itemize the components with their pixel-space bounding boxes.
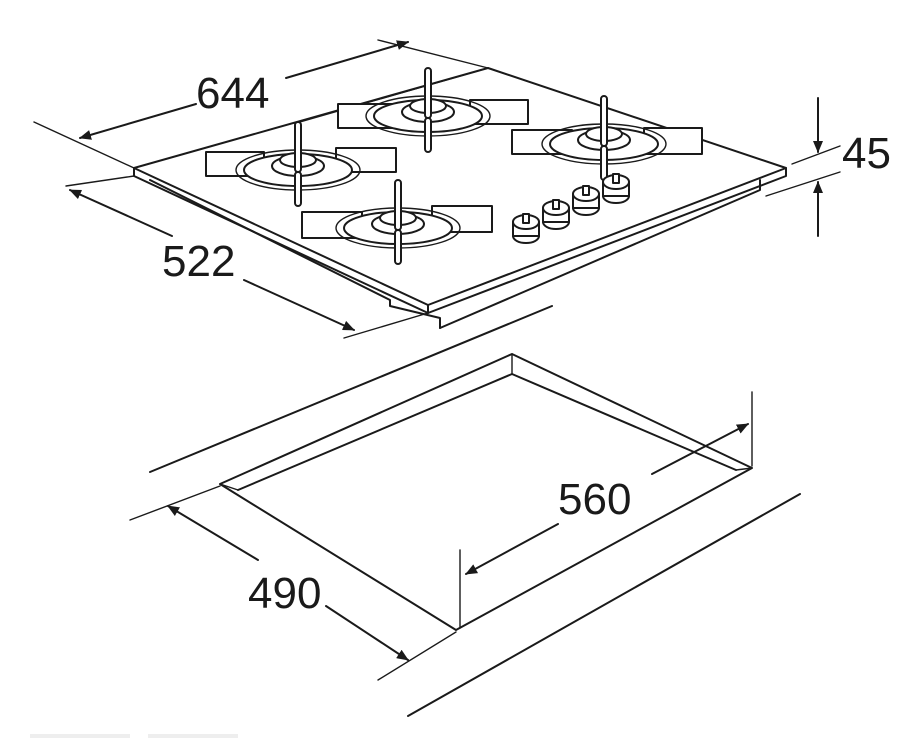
knob-4 [602, 173, 630, 204]
dimension-hob-width: 644 [33, 39, 489, 169]
label-hob-depth: 522 [162, 237, 235, 286]
knob-2 [542, 199, 570, 230]
label-hob-height: 45 [842, 129, 891, 178]
label-cutout-depth: 490 [248, 569, 321, 618]
footer-bars [30, 734, 238, 738]
dimension-hob-depth: 522 [65, 175, 429, 339]
knob-3 [572, 185, 600, 216]
worktop-cutout [149, 305, 801, 717]
knob-1 [512, 213, 540, 244]
dimension-cutout-width: 560 [459, 391, 753, 629]
label-hob-width: 644 [196, 69, 269, 118]
dimension-cutout-depth: 490 [129, 485, 457, 681]
label-cutout-width: 560 [558, 475, 631, 524]
dimension-hob-height: 45 [765, 97, 891, 237]
